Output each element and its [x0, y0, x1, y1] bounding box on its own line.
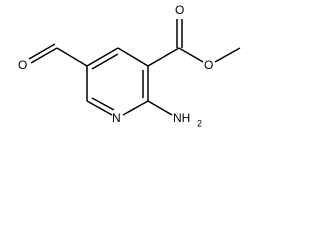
bond-ring-c5-c4 [86, 47, 119, 67]
bond-carbonyl-ether-o [178, 47, 204, 63]
bond-cho-double-inner [28, 43, 56, 60]
bond-ring-c2-n1 [122, 100, 149, 116]
bond-c2-nh2 [147, 100, 173, 116]
ether-oxygen-label: O [204, 58, 213, 72]
chemical-structure: N NH 2 O O O [18, 3, 241, 128]
bond-ring-n1-c6 [86, 100, 113, 116]
bond-c5-cho [56, 47, 88, 67]
bond-ring-inner-n1-c6 [91, 97, 115, 111]
bond-ring-inner-c5-c4 [91, 53, 119, 70]
carbonyl-oxygen-label: O [175, 3, 184, 17]
bond-ring-c4-c3 [117, 47, 149, 67]
bond-cho-double-outer [30, 47, 58, 64]
ring-nitrogen-label: N [112, 111, 121, 125]
bond-c3-carbonyl [147, 47, 180, 67]
amino-subscript-label: 2 [197, 118, 202, 128]
ester-group [147, 19, 241, 67]
amino-nh-label: NH [173, 111, 190, 125]
pyridine-ring [86, 47, 149, 116]
amino-group [147, 100, 173, 116]
aldehyde-group [28, 43, 88, 67]
aldehyde-oxygen-label: O [18, 58, 27, 72]
bond-ether-o-methyl [214, 47, 241, 63]
